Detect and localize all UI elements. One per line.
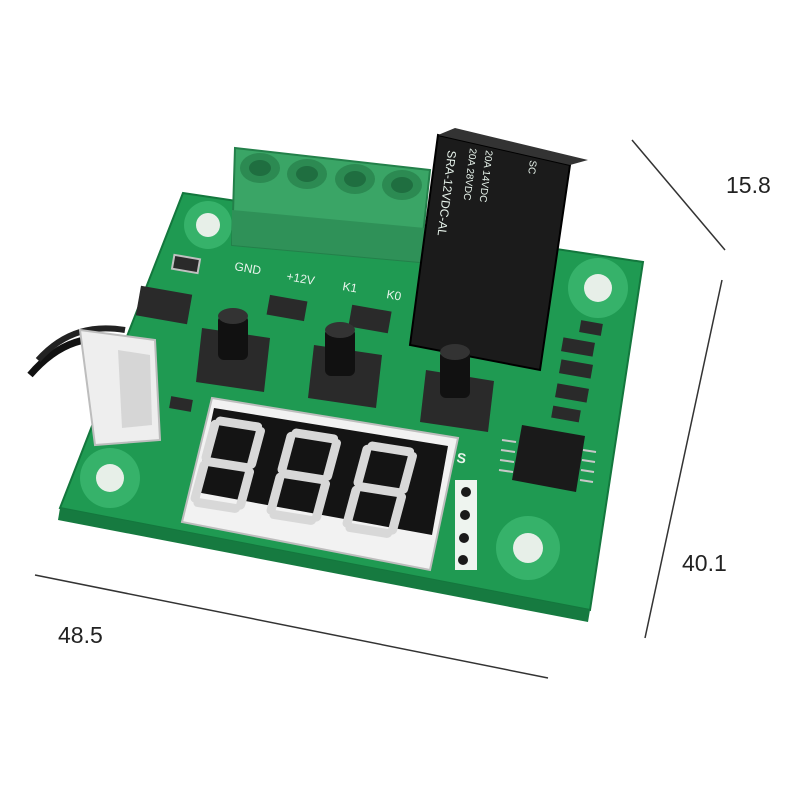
display-digits <box>190 416 417 538</box>
height-dimension-line <box>644 279 723 639</box>
display-segment <box>204 457 252 473</box>
display-segment <box>356 482 404 498</box>
depth-dimension-line <box>631 139 726 251</box>
display-segment <box>345 523 393 538</box>
display-segment <box>353 444 372 487</box>
display-segment <box>201 419 220 462</box>
mounting-hole-top-left <box>184 201 232 249</box>
display-segment <box>266 472 285 515</box>
mounting-hole-top-right <box>568 258 628 318</box>
header-pins <box>455 480 477 570</box>
display-digit <box>342 441 417 538</box>
display-segment <box>291 428 339 444</box>
silk-s-label: S <box>455 449 467 466</box>
terminal-screw-icon <box>335 164 375 194</box>
height-dimension-label: 40.1 <box>682 550 727 576</box>
ic-chip <box>498 425 597 492</box>
display-segment <box>235 467 255 510</box>
push-button-left[interactable] <box>196 308 270 392</box>
display-segment <box>246 426 265 469</box>
display-segment <box>277 431 296 474</box>
display-segment <box>367 441 415 457</box>
silk-k1-label: K1 <box>341 279 358 295</box>
push-button-middle[interactable] <box>308 322 382 408</box>
smd-components <box>135 253 603 423</box>
display-segment <box>398 451 417 494</box>
display-segment <box>342 485 361 528</box>
sensor-connector <box>27 325 162 447</box>
depth-dimension-label: 15.8 <box>726 172 771 198</box>
display-segment <box>322 438 341 481</box>
display-segment <box>215 416 263 432</box>
screw-terminal-block <box>230 146 432 264</box>
display-segment <box>387 492 407 535</box>
push-button-right[interactable] <box>420 344 494 432</box>
display-digit <box>190 416 265 513</box>
width-dimension-label: 48.5 <box>58 622 103 648</box>
terminal-screw-icon <box>382 170 422 200</box>
display-digit <box>266 428 341 525</box>
silk-gnd-label: GND <box>233 259 262 277</box>
width-dimension-line <box>34 574 549 679</box>
mounting-hole-bottom-left <box>80 448 140 508</box>
terminal-screw-icon <box>287 159 327 189</box>
mounting-hole-bottom-right <box>496 516 560 580</box>
display-segment <box>269 510 317 525</box>
display-segment <box>193 498 241 513</box>
display-segment <box>280 469 328 485</box>
silk-k0-label: K0 <box>385 287 402 303</box>
silk-12v-label: +12V <box>285 269 315 288</box>
seven-segment-display <box>180 396 460 572</box>
display-segment <box>190 460 209 503</box>
terminal-screw-icon <box>240 153 280 183</box>
relay-brand-label: SC <box>525 160 538 175</box>
display-segment <box>311 479 331 522</box>
relay: SRA-12VDC-AL 20A 28VDC 20A 14VDC SC <box>408 128 588 372</box>
